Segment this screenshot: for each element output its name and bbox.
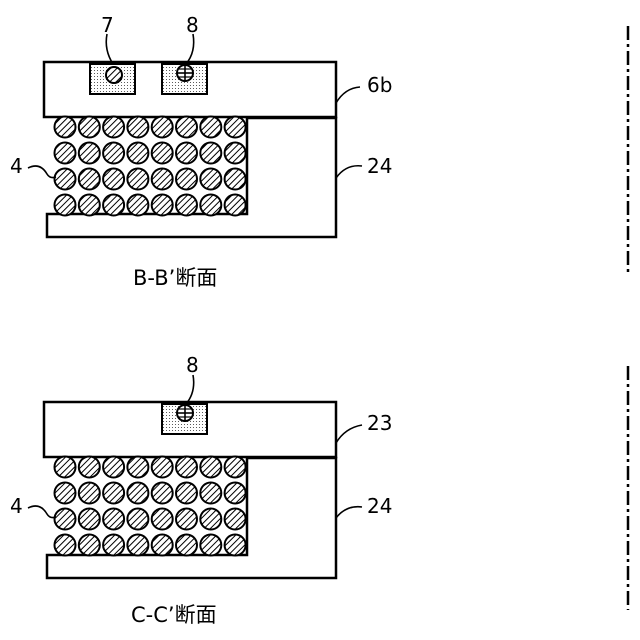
conductor-strand [152, 509, 173, 530]
leader-8 [186, 34, 194, 64]
leader-23 [336, 425, 362, 443]
leader-24-bottom [336, 507, 362, 518]
section-c-c: 8 23 24 4 C-C’断面 [10, 353, 392, 627]
wire-7-icon [106, 67, 122, 83]
conductor-strand [79, 143, 100, 164]
conductor-strand [176, 195, 197, 216]
caption-c-c: C-C’断面 [131, 603, 217, 627]
conductor-strand [152, 483, 173, 504]
conductor-strand [79, 117, 100, 138]
conductor-strand [79, 535, 100, 556]
conductor-strand [103, 195, 124, 216]
conductor-strand [127, 195, 148, 216]
conductor-strand [55, 169, 76, 190]
conductor-strand [225, 509, 246, 530]
conductor-strand [103, 483, 124, 504]
conductor-strand [176, 535, 197, 556]
conductor-strand [127, 457, 148, 478]
label-6b: 6b [367, 73, 392, 97]
conductor-strand [200, 195, 221, 216]
conductor-strand [79, 509, 100, 530]
conductor-strand [176, 169, 197, 190]
conductor-strand [200, 117, 221, 138]
conductor-strand [127, 117, 148, 138]
leader-7 [106, 34, 113, 64]
leader-4-bottom [28, 506, 56, 518]
label-24: 24 [367, 154, 392, 178]
label-8: 8 [186, 13, 199, 37]
conductor-strand [152, 457, 173, 478]
conductor-strand [103, 117, 124, 138]
section-b-b: 7 8 6b 24 4 B-B’断面 [10, 13, 392, 290]
conductor-strand [152, 169, 173, 190]
label-8: 8 [186, 353, 199, 377]
wire-8-icon [177, 405, 193, 421]
conductor-strand [225, 195, 246, 216]
conductor-strand [176, 143, 197, 164]
conductor-strand [176, 117, 197, 138]
conductor-strand [200, 457, 221, 478]
conductor-strand [55, 509, 76, 530]
label-7: 7 [101, 13, 114, 37]
conductor-strand [127, 169, 148, 190]
conductor-strand [225, 535, 246, 556]
conductor-strand [127, 143, 148, 164]
conductor-strand [200, 169, 221, 190]
leader-6b [336, 87, 360, 103]
wire-8-icon [177, 65, 193, 81]
conductor-strand [103, 509, 124, 530]
conductor-strand [200, 509, 221, 530]
conductor-strand [79, 483, 100, 504]
caption-b-b: B-B’断面 [133, 266, 217, 290]
label-4: 4 [10, 154, 23, 178]
conductor-grid [55, 457, 246, 556]
conductor-strand [127, 509, 148, 530]
conductor-strand [176, 483, 197, 504]
conductor-strand [55, 117, 76, 138]
conductor-strand [103, 535, 124, 556]
conductor-strand [225, 457, 246, 478]
label-24: 24 [367, 494, 392, 518]
leader-4-top [28, 166, 56, 178]
conductor-strand [103, 169, 124, 190]
leader-24-top [336, 166, 362, 178]
conductor-strand [152, 195, 173, 216]
conductor-strand [152, 535, 173, 556]
conductor-strand [200, 483, 221, 504]
conductor-strand [225, 143, 246, 164]
conductor-strand [55, 535, 76, 556]
conductor-strand [55, 143, 76, 164]
conductor-strand [200, 143, 221, 164]
conductor-strand [55, 483, 76, 504]
conductor-strand [127, 483, 148, 504]
conductor-strand [55, 195, 76, 216]
conductor-strand [79, 169, 100, 190]
conductor-strand [55, 457, 76, 478]
conductor-strand [152, 117, 173, 138]
conductor-strand [79, 457, 100, 478]
conductor-grid [55, 117, 246, 216]
conductor-strand [176, 509, 197, 530]
leader-8 [186, 375, 194, 404]
conductor-strand [127, 535, 148, 556]
label-4: 4 [10, 494, 23, 518]
conductor-strand [225, 483, 246, 504]
conductor-strand [225, 169, 246, 190]
conductor-strand [176, 457, 197, 478]
conductor-strand [152, 143, 173, 164]
conductor-strand [200, 535, 221, 556]
conductor-strand [103, 457, 124, 478]
conductor-strand [79, 195, 100, 216]
conductor-strand [103, 143, 124, 164]
label-23: 23 [367, 411, 392, 435]
conductor-strand [225, 117, 246, 138]
